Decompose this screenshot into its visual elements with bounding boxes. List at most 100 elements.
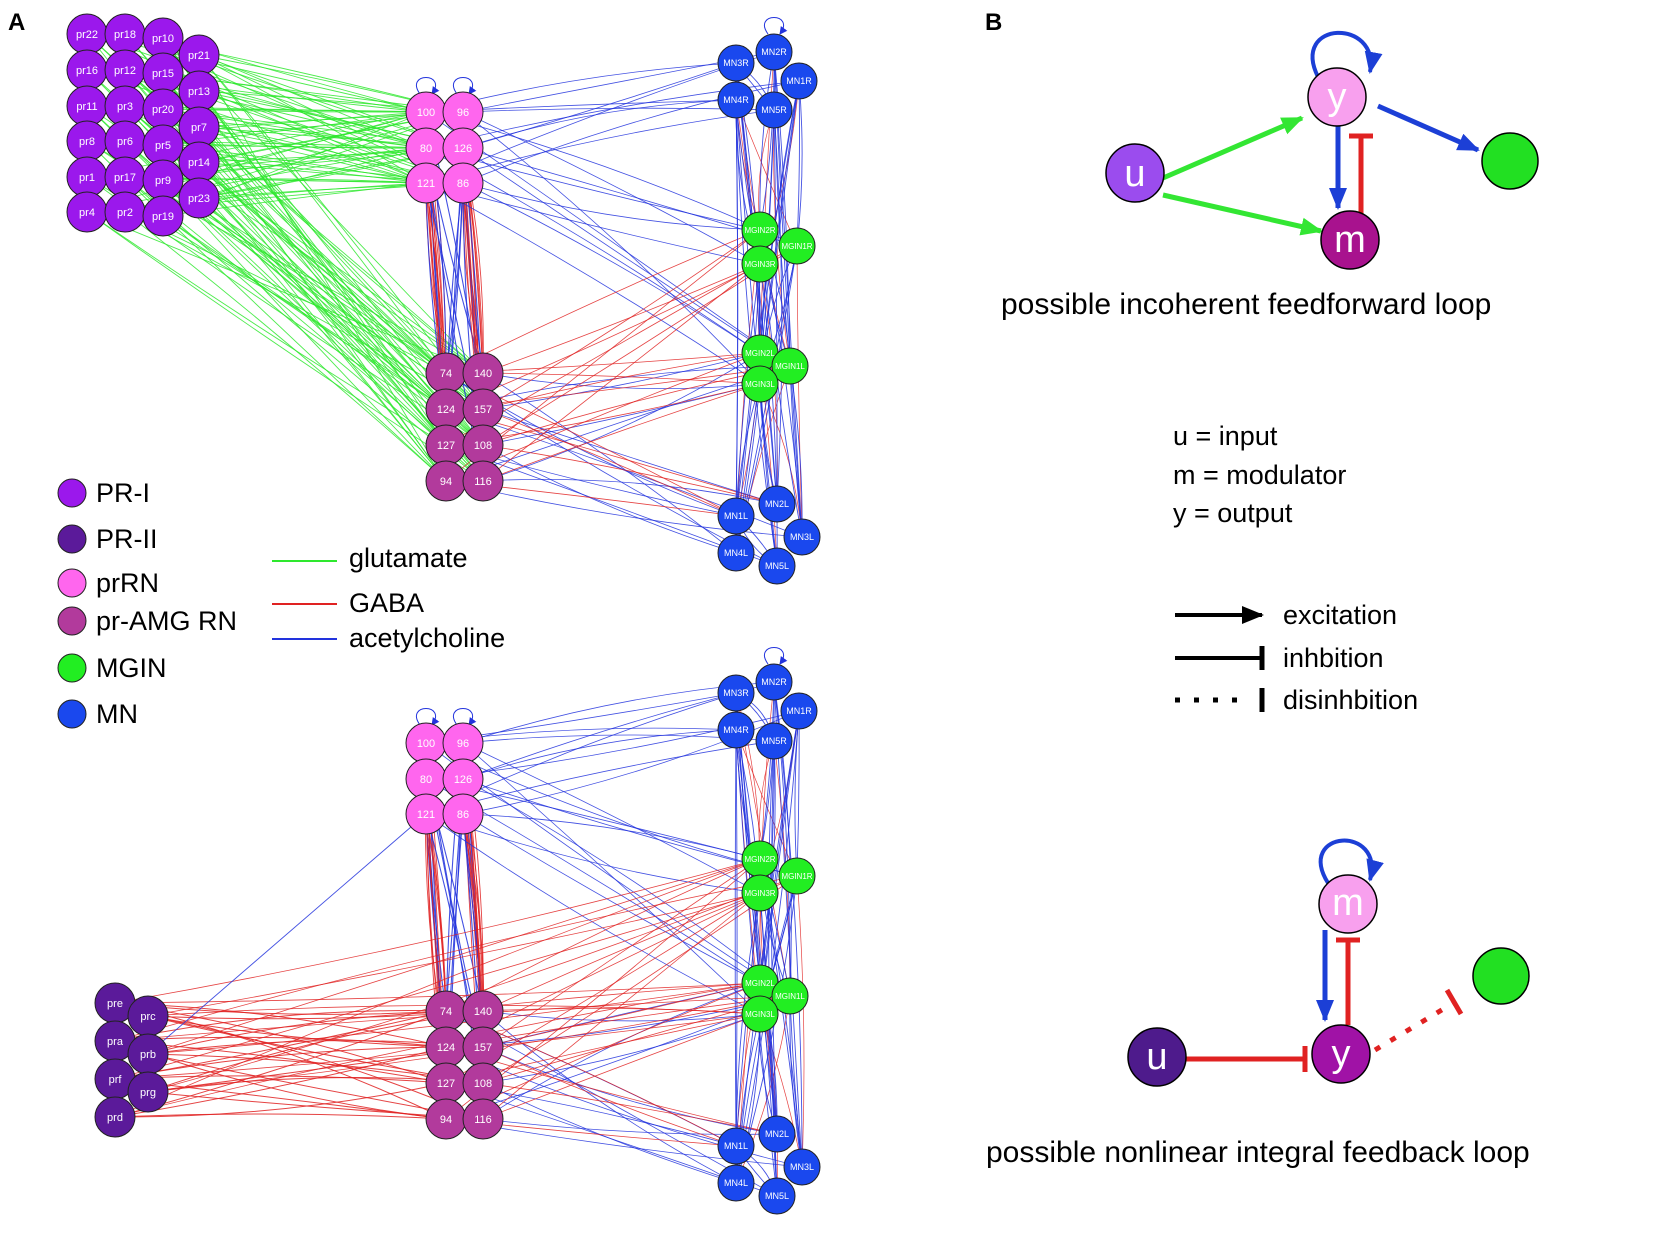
node-pr-i-pr15-label: pr15 — [152, 68, 174, 80]
node-mgin-mgin2l-label: MGIN2L — [745, 349, 775, 358]
edge — [759, 51, 777, 231]
node-mn-mn4r — [717, 81, 755, 119]
node-pr-i-pr1-label: pr1 — [79, 172, 95, 184]
node-pr-ii-prg — [127, 1071, 169, 1113]
node-pr-amg-rn-127-label: 127 — [437, 440, 455, 452]
node-prrn-86-label: 86 — [457, 178, 469, 190]
edge — [735, 80, 803, 554]
node-pr-i-pr5-label: pr5 — [155, 140, 171, 152]
node-mn-mn5l — [758, 1177, 796, 1215]
edge — [462, 729, 737, 781]
edge — [462, 742, 761, 894]
m-self-loop — [1318, 838, 1384, 885]
self-loop-edge — [453, 708, 477, 726]
node-mn-mn5l-label: MN5L — [765, 561, 789, 571]
edge — [482, 352, 761, 412]
motif-integral-feedback: m u y possible nonlinear integral feedba… — [986, 838, 1530, 1169]
edge — [482, 982, 761, 1048]
edge-y-disinhibits-output — [1373, 999, 1457, 1053]
edge — [425, 182, 761, 385]
node-pr-i-pr13-label: pr13 — [188, 86, 210, 98]
node-pr-amg-rn-157-label: 157 — [474, 404, 492, 416]
node-pr-amg-rn-116 — [462, 460, 504, 502]
node-mn-mn3r-label: MN3R — [723, 58, 749, 68]
node-mn-mn2l-label: MN2L — [765, 499, 789, 509]
edge — [86, 211, 484, 374]
node-mn-mn4r-label: MN4R — [723, 95, 749, 105]
caption-feedforward: possible incoherent feedforward loop — [1001, 288, 1491, 321]
node-m-bottom — [1318, 874, 1378, 934]
node-u-top-label: u — [1124, 153, 1145, 195]
edge — [482, 408, 737, 517]
node-mn-mn5r-label: MN5R — [761, 105, 787, 115]
legend-swatch-pr-amg-rn — [57, 606, 87, 636]
self-loop-edge — [416, 77, 440, 95]
node-mn-mn3r — [717, 674, 755, 712]
edge — [147, 892, 761, 1017]
node-pr-ii-prg-label: prg — [140, 1087, 156, 1099]
node-pr-amg-rn-157-label: 157 — [474, 1042, 492, 1054]
edge — [482, 1010, 737, 1184]
edge — [769, 740, 778, 1135]
edge — [787, 365, 803, 538]
node-mn-mn1r-label: MN1R — [786, 706, 812, 716]
edge — [796, 875, 805, 1168]
node-pr-amg-rn-127-label: 127 — [437, 1078, 455, 1090]
transmitter-legend: glutamate GABA acetylcholine — [272, 543, 505, 653]
node-mn-mn2l — [758, 485, 796, 523]
edge — [756, 892, 778, 1197]
node-pr-amg-rn-124-label: 124 — [437, 404, 455, 416]
definition-m: m = modulator — [1173, 460, 1346, 490]
node-pr-ii-prf-label: prf — [109, 1074, 123, 1086]
edge — [735, 710, 802, 1184]
node-output-top — [1481, 132, 1539, 190]
node-pr-i-pr10-label: pr10 — [152, 33, 174, 45]
edge — [482, 1007, 761, 1022]
edge — [114, 892, 761, 1080]
edge — [198, 54, 447, 374]
node-pr-ii-pra-label: pra — [107, 1036, 124, 1048]
node-mgin-mgin2l-label: MGIN2L — [745, 979, 775, 988]
node-pr-ii-prd-label: prd — [107, 1112, 123, 1124]
edge — [114, 875, 798, 1042]
node-mgin-mgin1l — [771, 347, 809, 385]
definition-u: u = input — [1173, 421, 1278, 451]
node-prrn-121-label: 121 — [417, 178, 435, 190]
edge — [796, 245, 803, 538]
legend-label-mgin: MGIN — [96, 653, 167, 683]
legend-label-pr-i: PR-I — [96, 478, 150, 508]
edge — [162, 215, 447, 410]
edge — [114, 1046, 447, 1118]
node-prrn-86 — [442, 162, 484, 204]
node-mn-mn2r — [755, 33, 793, 71]
edge — [462, 99, 737, 150]
node-pr-i-pr2-label: pr2 — [117, 207, 133, 219]
node-pr-ii-prd — [94, 1096, 136, 1138]
edge — [795, 80, 804, 247]
node-prrn-96-label: 96 — [457, 107, 469, 119]
edge — [147, 858, 761, 1055]
node-pr-amg-rn-74-label: 74 — [440, 1006, 452, 1018]
node-pr-ii-prb-label: prb — [140, 1049, 156, 1061]
node-pr-i-pr18-label: pr18 — [114, 29, 136, 41]
node-mn-mn3r — [717, 44, 755, 82]
edge — [462, 692, 737, 781]
node-mgin-mgin1r — [778, 857, 816, 895]
edge — [482, 982, 761, 1120]
edge — [462, 80, 800, 185]
edge — [482, 352, 761, 483]
edge-y-to-output — [1376, 103, 1480, 153]
node-prrn-86 — [442, 793, 484, 835]
node-y-bottom — [1311, 1024, 1371, 1084]
edge — [732, 62, 778, 505]
node-mn-mn4r — [717, 711, 755, 749]
edge — [482, 372, 761, 385]
node-pr-i-pr14-label: pr14 — [188, 157, 210, 169]
node-prrn-96-label: 96 — [457, 738, 469, 750]
edge — [731, 729, 740, 1147]
node-pr-amg-rn-108-label: 108 — [474, 1078, 492, 1090]
edge-u-to-y — [1162, 115, 1304, 181]
legend-label-pr-amg-rn: pr-AMG RN — [96, 606, 237, 636]
